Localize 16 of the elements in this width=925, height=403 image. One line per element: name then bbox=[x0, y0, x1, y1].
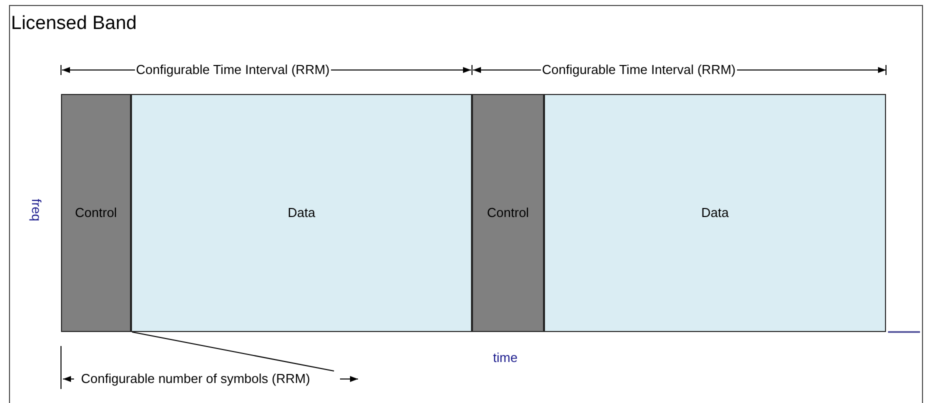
band-title: Licensed Band bbox=[11, 14, 137, 33]
axis-label: time bbox=[493, 350, 518, 366]
block-label: Data bbox=[288, 204, 316, 222]
block-label: Control bbox=[75, 204, 117, 222]
data-block bbox=[131, 94, 472, 332]
dimension-label: Configurable Time Interval (RRM) bbox=[541, 62, 737, 78]
control-block bbox=[472, 94, 544, 332]
dimension-text: Configurable number of symbols (RRM) bbox=[81, 370, 337, 388]
block-label: Control bbox=[487, 204, 529, 222]
band-frame bbox=[9, 5, 923, 403]
control-block bbox=[61, 94, 131, 332]
axis-label: freq bbox=[28, 198, 44, 222]
dimension-label: Configurable Time Interval (RRM) bbox=[135, 62, 331, 78]
data-block bbox=[544, 94, 886, 332]
leader-line bbox=[132, 332, 334, 372]
block-label: Data bbox=[701, 204, 729, 222]
